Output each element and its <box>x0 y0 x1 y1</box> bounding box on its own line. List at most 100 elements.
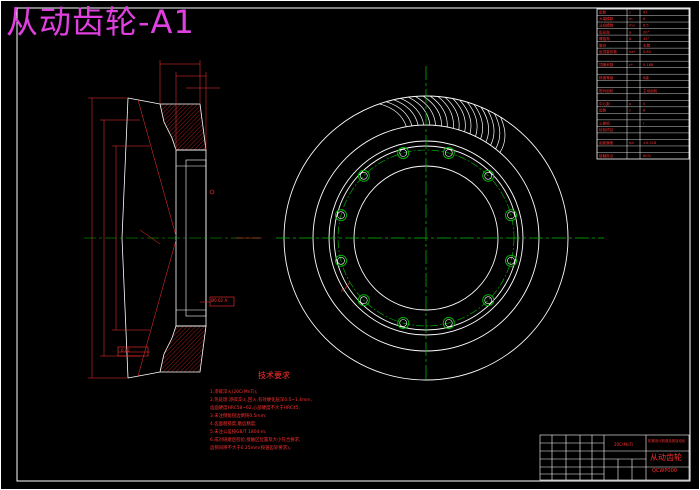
flat-box <box>117 346 149 357</box>
title-block-drawing-no: QCWP000 <box>652 468 677 474</box>
table-cell-label: 接触斑点 <box>599 153 614 158</box>
bolt-hole-inner <box>337 211 345 220</box>
tooth-flank <box>437 96 454 129</box>
table-cell-label: 齿顶高系数 <box>599 49 617 54</box>
table-cell-symbol: ha* <box>629 50 635 54</box>
bolt-hole <box>442 317 455 329</box>
bolt-hole-inner <box>484 171 493 180</box>
table-cell-value: 60% <box>643 154 652 158</box>
bolt-hole <box>442 147 455 159</box>
table-cell-label: 精度等级 <box>599 75 614 80</box>
tooth-flank <box>415 96 436 126</box>
front-view: A <box>276 66 604 382</box>
table-cell-label: 齿数 <box>599 108 607 113</box>
tech-req-item: 2.热处理:渗碳淬火,回火,有效硬化层深0.5~1.4mm, <box>210 398 312 403</box>
tech-req-list: 1.渗碳淬火(20CrMnTi);2.热处理:渗碳淬火,回火,有效硬化层深0.5… <box>210 389 460 453</box>
bolt-hole-inner <box>444 319 453 327</box>
table-cell-symbol: α <box>629 30 632 34</box>
table-cell-symbol: a <box>629 102 631 106</box>
bolt-hole-inner <box>444 149 453 157</box>
flat-box-label: 0.02 <box>121 348 130 353</box>
drawing-title: 从动齿轮-A1 <box>6 3 195 41</box>
axis-mark <box>209 189 215 195</box>
hole-callout-mark: A <box>341 288 344 293</box>
table-cell-value: 6.5 <box>643 24 649 28</box>
table-cell-value: 35° <box>643 37 650 41</box>
bolt-hole <box>397 147 410 159</box>
table-cell-symbol: fpt <box>629 141 635 145</box>
tech-req-item: 4.齿面粗糙度,磨齿精度; <box>210 422 257 427</box>
gear-teeth <box>379 95 506 153</box>
tooth-flank <box>494 113 501 150</box>
bolt-hole <box>357 294 370 307</box>
bolt-hole-inner <box>507 211 515 220</box>
table-cell-value: 主动齿轮 <box>643 88 658 93</box>
table-cell-symbol: β <box>629 37 632 41</box>
frame-border <box>16 7 691 482</box>
title-block-material: 20CrMnTi <box>614 442 633 447</box>
table-cell-value: 0.188 <box>643 63 654 67</box>
title-block-part-name: 从动齿轮 <box>650 453 682 462</box>
bolt-hole-inner <box>399 319 408 327</box>
tooth-flank <box>466 101 478 137</box>
tooth-flank <box>487 109 495 146</box>
table-cell-label: 齿形角 <box>599 29 610 34</box>
table-cell-value: Ⅰ <box>643 122 644 126</box>
dimension-lines <box>88 60 262 379</box>
tol-box-label: Ø0.02 A <box>211 298 228 303</box>
title-block: 20CrMnTi 机械设计制造及其自动化 <box>539 434 690 481</box>
bolt-hole <box>397 317 410 329</box>
bolt-hole <box>482 169 495 182</box>
tooth-section-top <box>159 103 207 151</box>
table-cell-value: 41 <box>643 11 648 15</box>
bolt-hole <box>335 254 347 267</box>
cone-line-1 <box>127 97 161 105</box>
tooth-flank <box>480 106 489 143</box>
pitch-cone-2 <box>137 239 177 377</box>
tooth-flank <box>408 96 431 126</box>
title-block-school: 机械设计制造及其自动化 <box>648 438 686 443</box>
bolt-hole-inner <box>359 171 368 180</box>
table-cell-label: 顶隙系数 <box>599 62 614 67</box>
pitch-cone-1 <box>137 99 177 237</box>
hole-leader <box>344 281 351 290</box>
table-cell-symbol: c* <box>629 63 633 67</box>
bolt-hole <box>505 254 517 267</box>
table-cell-label: 齿数 <box>599 10 607 15</box>
tech-req-item: 3.未注倒角锐边倒钝0.5mm; <box>210 414 267 419</box>
tooth-flank <box>452 98 466 132</box>
tooth-flank <box>499 117 506 153</box>
table-cell-value: ±0.018 <box>643 141 657 145</box>
table-cell-value: 8级 <box>643 75 649 80</box>
tech-req-item: 齿侧间隙不大于0.25mm(按锥齿轮要求)。 <box>210 446 294 451</box>
tooth-flank <box>473 104 483 140</box>
tech-req-item: 6.成对研磨后检验,接触区位置及大小符合要求, <box>210 438 301 443</box>
table-cell-label: 旋向 <box>599 42 607 47</box>
tooth-flank <box>400 97 425 126</box>
table-cell-label: 大端模数 <box>599 16 614 21</box>
tooth-flank <box>393 99 419 126</box>
bolt-holes <box>335 147 517 329</box>
table-cell-label: 配对齿轮 <box>599 88 614 93</box>
table-cell-label: 中心距 <box>599 101 610 106</box>
table-cell-value: 0 <box>643 102 646 106</box>
tooth-flank <box>379 103 407 127</box>
cone-line-2 <box>127 371 161 379</box>
tech-req-item: 5.未注公差按GB/T 1804-m; <box>210 430 267 435</box>
bolt-hole <box>482 294 495 307</box>
bolt-hole-inner <box>399 149 408 157</box>
table-cell-value: 8 <box>643 17 646 21</box>
cone-line-4 <box>121 237 129 379</box>
bolt-hole-inner <box>359 296 368 305</box>
tooth-flank <box>459 99 472 134</box>
table-cell-value: 右旋 <box>643 42 651 47</box>
table-cell-label: 公差组 <box>599 121 610 126</box>
bolt-hole-inner <box>507 256 515 265</box>
table-cell-label: 检验项目 <box>599 127 613 132</box>
tech-req-heading: 技术要求 <box>258 371 290 380</box>
bolt-hole <box>335 209 347 222</box>
tooth-section-bottom <box>159 325 207 373</box>
